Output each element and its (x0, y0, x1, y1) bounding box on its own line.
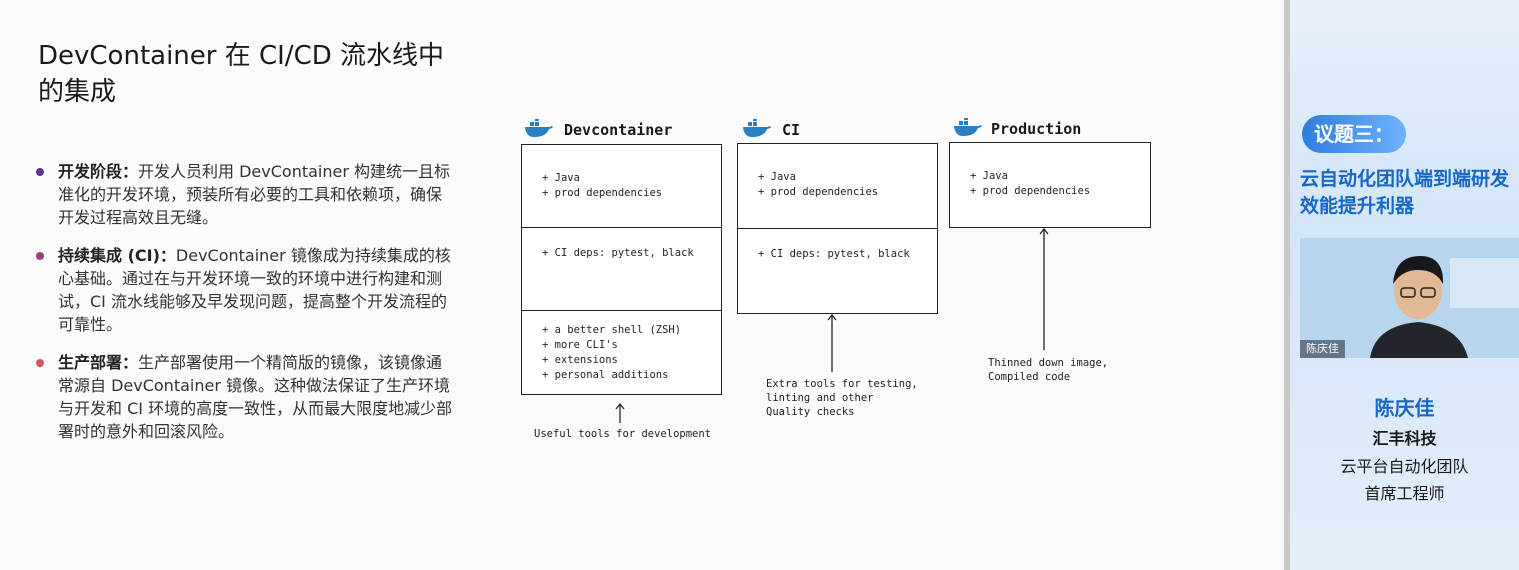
bullet-list: 开发阶段：开发人员利用 DevContainer 构建统一且标准化的开发环境，预… (36, 160, 456, 458)
production-base-box: + Java + prod dependencies (949, 142, 1151, 228)
box-line: + prod dependencies (542, 187, 663, 199)
bullet-dot (36, 252, 44, 260)
box-line: + prod dependencies (970, 185, 1091, 197)
devcontainer-title: Devcontainer (564, 121, 673, 139)
bullet-heading: 开发阶段： (58, 162, 139, 181)
bullet-prod: 生产部署：生产部署使用一个精简版的镜像，该镜像通常源自 DevContainer… (36, 351, 456, 443)
slide-title: DevContainer 在 CI/CD 流水线中的集成 (38, 41, 445, 107)
speaker-avatar (1300, 238, 1519, 358)
box-line: + personal additions (542, 369, 669, 381)
bullet-heading: 持续集成 (CI)： (58, 246, 176, 265)
docker-whale-icon (954, 118, 982, 136)
box-line: + Java (970, 170, 1008, 182)
speaker-company: 汇丰科技 (1372, 429, 1437, 448)
bullet-text: 生产部署使用一个精简版的镜像，该镜像通常源自 DevContainer 镜像。这… (58, 353, 453, 441)
docker-whale-icon (525, 119, 553, 137)
devcontainer-dev-box: + a better shell (ZSH) + more CLI's + ex… (521, 310, 722, 395)
video-name-tag: 陈庆佳 (1300, 340, 1345, 358)
caption-line: linting and other (766, 392, 874, 404)
production-caption: Thinned down image, Compiled code (988, 356, 1108, 384)
caption-line: Extra tools for testing, (766, 378, 918, 390)
caption-line: Quality checks (766, 406, 855, 418)
speaker-name: 陈庆佳 (1374, 396, 1435, 420)
bullet-heading: 生产部署： (58, 353, 139, 372)
bullet-ci: 持续集成 (CI)：DevContainer 镜像成为持续集成的核心基础。通过在… (36, 244, 456, 336)
docker-whale-icon (743, 119, 771, 137)
speaker-team: 云平台自动化团队 (1340, 457, 1469, 476)
production-title: Production (991, 120, 1082, 138)
agenda-title: 云自动化团队端到端研发效能提升利器 (1300, 168, 1510, 217)
bullet-text: DevContainer 镜像成为持续集成的核心基础。通过在与开发环境一致的环境… (58, 246, 451, 334)
caption-line: Compiled code (988, 371, 1071, 383)
arrow-up-icon (827, 313, 837, 372)
devcontainer-ci-box: + CI deps: pytest, black (521, 227, 722, 311)
box-line: + CI deps: pytest, black (758, 248, 910, 260)
arrow-up-icon (1039, 227, 1049, 350)
caption-line: Thinned down image, (988, 357, 1109, 369)
box-line: + Java (542, 172, 580, 184)
box-line: + prod dependencies (758, 186, 879, 198)
ci-caption: Extra tools for testing, linting and oth… (766, 377, 918, 419)
ci-base-box: + Java + prod dependencies (737, 143, 938, 229)
bullet-dot (36, 168, 44, 176)
speaker-role: 首席工程师 (1364, 484, 1445, 503)
speaker-panel: 议题三： 云自动化团队端到端研发效能提升利器 陈庆佳 陈庆佳 汇丰科技 云平台自… (1290, 0, 1519, 570)
box-line: + a better shell (ZSH) (542, 324, 682, 336)
devcontainer-base-box: + Java + prod dependencies (521, 144, 722, 228)
ci-deps-box: + CI deps: pytest, black (737, 228, 938, 314)
box-line: + Java (758, 171, 796, 183)
bullet-dot (36, 359, 44, 367)
box-line: + extensions (542, 354, 618, 366)
ci-title: CI (782, 121, 801, 139)
panel-divider (1284, 0, 1290, 570)
bullet-dev: 开发阶段：开发人员利用 DevContainer 构建统一且标准化的开发环境，预… (36, 160, 456, 229)
devcontainer-caption: Useful tools for development (534, 428, 712, 440)
agenda-label: 议题三： (1302, 115, 1406, 153)
slide: DevContainer 在 CI/CD 流水线中的集成 开发阶段：开发人员利用… (36, 41, 1151, 458)
speaker-video[interactable]: 陈庆佳 (1300, 238, 1519, 358)
box-line: + CI deps: pytest, black (542, 247, 694, 259)
box-line: + more CLI's (542, 339, 618, 351)
bullet-text: 开发人员利用 DevContainer 构建统一且标准化的开发环境，预装所有必要… (58, 162, 451, 227)
arrow-up-icon (615, 402, 625, 423)
